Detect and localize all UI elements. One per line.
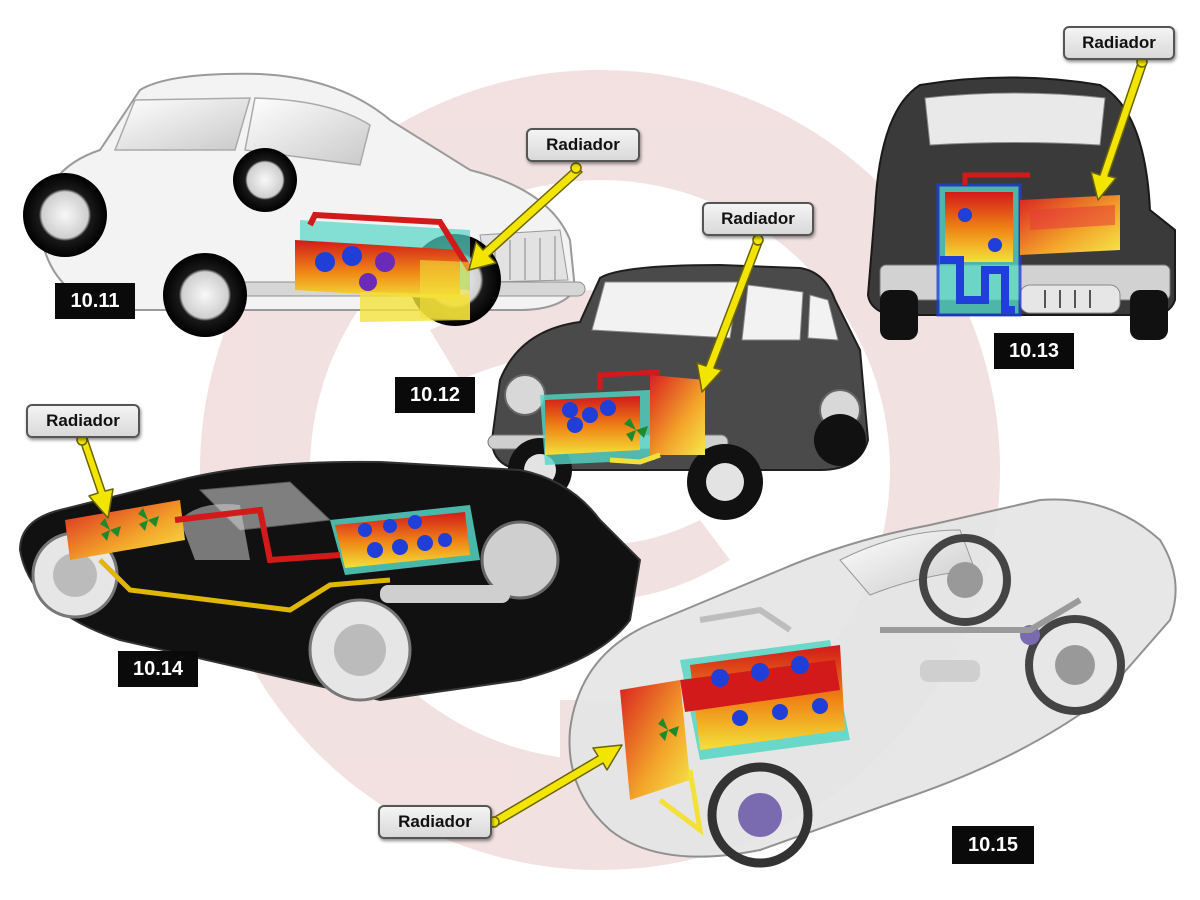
radiator-callout-10-11: Radiador	[526, 128, 640, 162]
figure-label-10-13: 10.13	[994, 333, 1074, 369]
callout-arrows	[76, 56, 1148, 828]
radiator-callout-10-13: Radiador	[1063, 26, 1175, 60]
figure-label-10-14: 10.14	[118, 651, 198, 687]
car-10-15	[568, 498, 1177, 868]
fan-icon	[624, 418, 648, 442]
radiator-callout-10-14: Radiador	[26, 404, 140, 438]
radiator-callout-10-12: Radiador	[702, 202, 814, 236]
car-10-14	[18, 460, 642, 702]
radiator-callout-10-15: Radiador	[378, 805, 492, 839]
figure-label-10-15: 10.15	[952, 826, 1034, 864]
figure-label-10-11: 10.11	[55, 283, 135, 319]
fan-icon	[658, 718, 679, 741]
figure-label-10-12: 10.12	[395, 377, 475, 413]
fan-icon	[138, 508, 159, 531]
car-10-12	[487, 263, 870, 520]
car-10-11	[23, 72, 586, 337]
fan-icon	[100, 518, 121, 541]
car-10-13	[866, 76, 1176, 340]
